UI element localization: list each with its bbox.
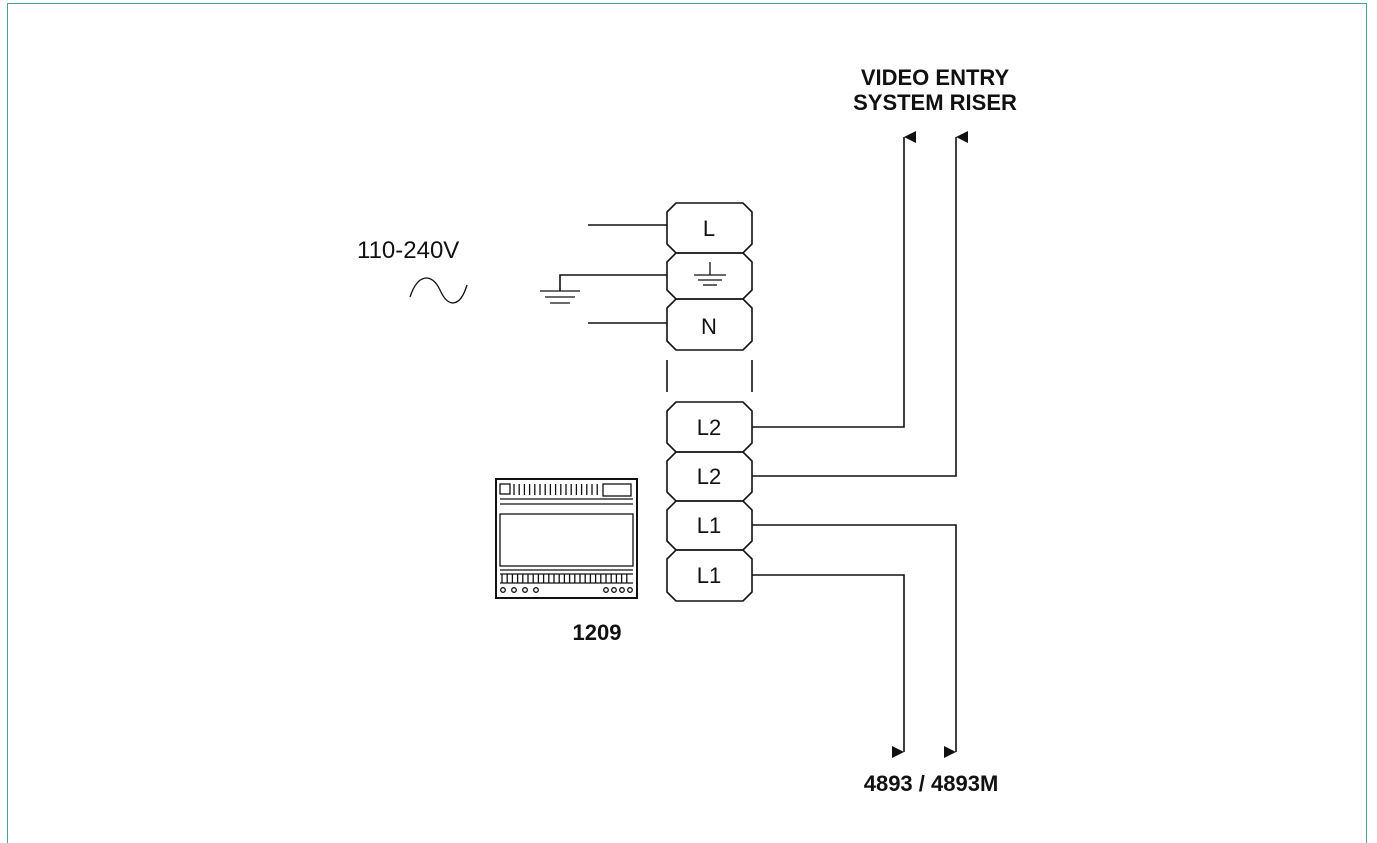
ground-icon xyxy=(540,290,580,304)
wire-L2-b-riser xyxy=(752,131,968,477)
wire-L1-b-down xyxy=(752,574,905,758)
terminal-L1-a-label: L1 xyxy=(697,513,721,538)
device-model-label: 1209 xyxy=(573,620,622,645)
diagram-frame xyxy=(7,3,1367,843)
wire-ground xyxy=(559,274,667,291)
wire-L1-a-down xyxy=(752,524,957,758)
power-terminal-block: L N xyxy=(666,202,753,351)
terminal-N xyxy=(666,298,753,351)
voltage-label: 110-240V xyxy=(357,237,459,264)
bus-terminal-block: L2 L2 L1 L1 xyxy=(666,401,753,602)
power-supply-module-icon xyxy=(495,478,638,599)
ac-wave-icon xyxy=(409,277,468,304)
terminal-N-label: N xyxy=(701,314,717,339)
terminal-ground xyxy=(666,252,753,300)
terminal-L1-b-label: L1 xyxy=(697,563,721,588)
terminal-L2-b-label: L2 xyxy=(697,464,721,489)
terminal-L-label: L xyxy=(703,216,715,241)
riser-title-line1: VIDEO ENTRY xyxy=(861,65,1010,90)
riser-title-line2: SYSTEM RISER xyxy=(853,90,1017,115)
bottom-models-label: 4893 / 4893M xyxy=(864,771,999,796)
wire-L2-a-riser xyxy=(752,131,916,428)
terminal-L1-b xyxy=(666,549,753,602)
ground-icon xyxy=(694,262,726,286)
terminal-L2-a-label: L2 xyxy=(697,415,721,440)
